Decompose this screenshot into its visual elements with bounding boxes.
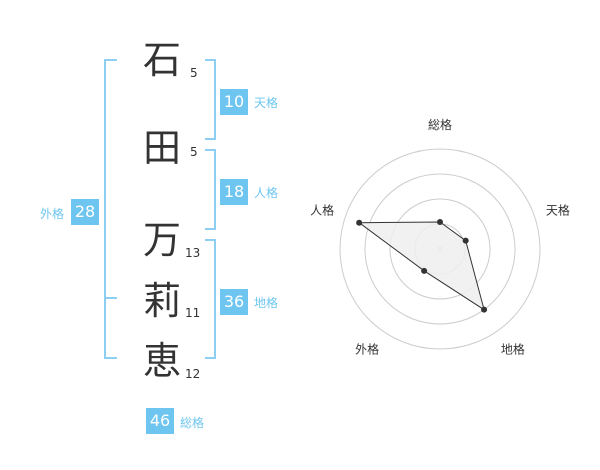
radar-axis-label-5: 人格 [310,203,334,218]
stroke-count-1: 5 [190,66,198,80]
radar-point-3 [481,306,488,313]
tenkaku-label: 天格 [254,96,279,110]
radar-point-4 [421,267,428,274]
radar-point-1 [437,219,443,225]
chikaku-label: 地格 [254,296,279,310]
stroke-count-4: 11 [185,306,201,320]
jinkaku-bracket [205,149,216,230]
name-char-2: 田 [142,126,181,170]
stroke-count-3: 13 [185,246,201,260]
name-char-1: 石 [142,38,181,82]
jinkaku-badge: 18 [220,179,248,205]
chikaku-bracket [205,239,216,359]
name-char-3: 万 [142,218,181,262]
stroke-count-2: 5 [190,145,198,159]
jinkaku-label: 人格 [254,186,279,200]
radar-point-2 [462,237,469,244]
name-char-4: 莉 [142,279,181,323]
radar-ring [389,198,491,300]
gaikaku-badge: 28 [71,199,99,225]
radar-axis-label-4: 外格 [355,341,379,356]
chikaku-badge: 36 [220,289,248,315]
soukaku-badge: 46 [146,408,174,434]
radar-point-5 [356,219,363,226]
gaikaku-label: 外格 [40,207,65,221]
radar-axis-label-3: 地格 [501,341,525,356]
radar-axis-label-1: 総格 [428,117,452,132]
tenkaku-bracket [205,59,216,140]
gaikaku-bracket [104,59,117,359]
stroke-count-5: 12 [185,367,201,381]
tenkaku-badge: 10 [220,89,248,115]
radar-ring [364,173,516,325]
radar-axis-label-2: 天格 [546,203,570,218]
radar-ring [339,148,541,350]
soukaku-label: 総格 [180,416,205,430]
name-char-5: 恵 [142,339,181,383]
radar-polygon [357,221,485,311]
